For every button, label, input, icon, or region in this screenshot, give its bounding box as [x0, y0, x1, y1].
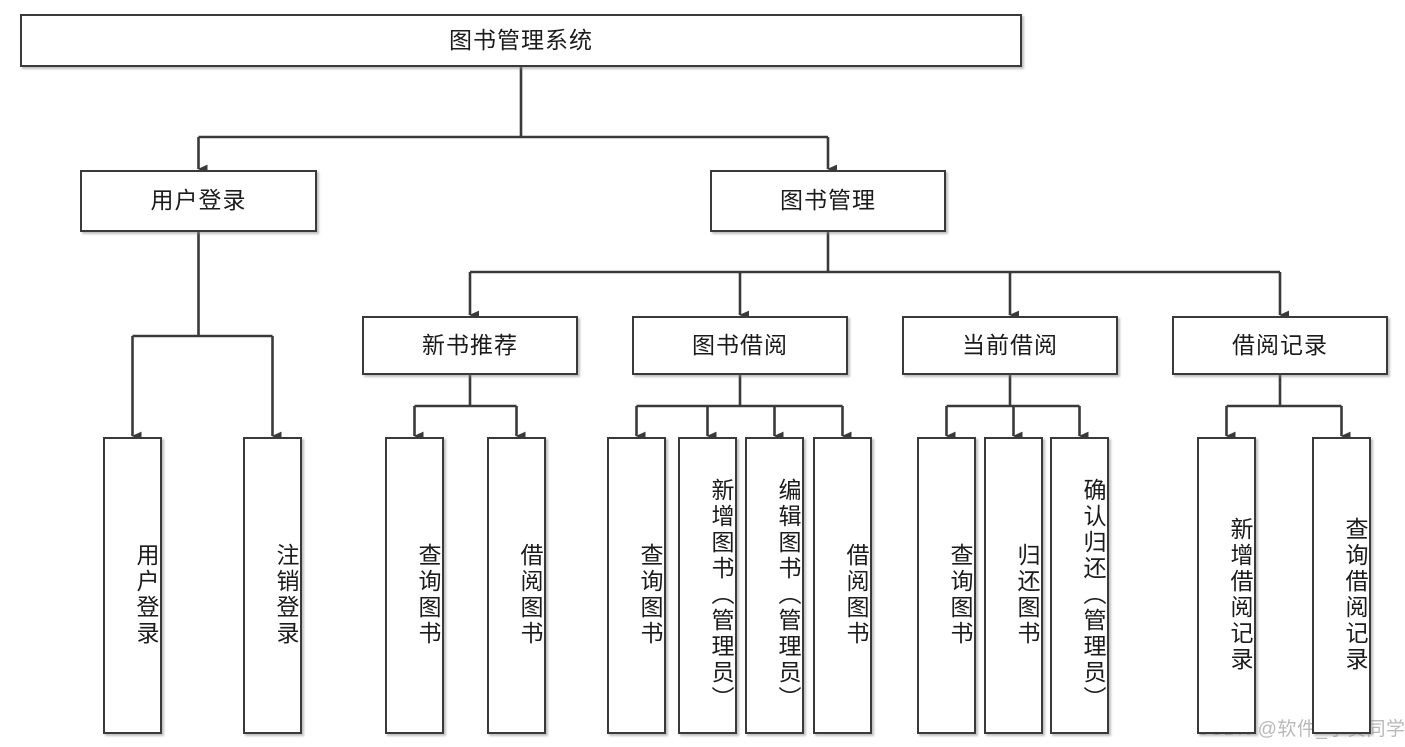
node-label: 注销登录 [273, 542, 299, 647]
node-label: 查询借阅记录 [1342, 516, 1368, 673]
node-label: 用户登录 [150, 187, 247, 214]
leaf-leaf-query-borrow-record[interactable]: 查询借阅记录 [1312, 437, 1371, 734]
leaf-leaf-query-book-1[interactable]: 查询图书 [385, 437, 444, 734]
leaf-leaf-confirm-return-admin[interactable]: 确认归还（管理员） [1050, 437, 1109, 734]
node-label: 图书借阅 [692, 331, 788, 358]
leaf-leaf-borrow-book-1[interactable]: 借阅图书 [487, 437, 546, 734]
node-user-login[interactable]: 用户登录 [80, 170, 317, 232]
node-root[interactable]: 图书管理系统 [20, 14, 1022, 67]
node-new-book-recommend[interactable]: 新书推荐 [362, 316, 578, 375]
node-label: 查询图书 [637, 542, 663, 647]
node-book-manage[interactable]: 图书管理 [710, 170, 946, 232]
leaf-leaf-user-login[interactable]: 用户登录 [103, 437, 162, 734]
leaf-leaf-borrow-book-2[interactable]: 借阅图书 [813, 437, 872, 734]
leaf-leaf-user-logout[interactable]: 注销登录 [243, 437, 302, 734]
node-label: 图书管理系统 [449, 26, 593, 53]
node-current-borrow[interactable]: 当前借阅 [902, 316, 1118, 375]
leaf-leaf-add-borrow-record[interactable]: 新增借阅记录 [1197, 437, 1256, 734]
node-label: 编辑图书（管理员） [775, 477, 801, 712]
node-borrow-record[interactable]: 借阅记录 [1172, 316, 1388, 375]
node-label: 归还图书 [1014, 542, 1040, 647]
node-label: 图书管理 [780, 187, 876, 214]
leaf-leaf-return-book[interactable]: 归还图书 [984, 437, 1043, 734]
node-label: 当前借阅 [962, 331, 1058, 358]
leaf-leaf-query-book-2[interactable]: 查询图书 [607, 437, 666, 734]
node-label: 借阅记录 [1232, 331, 1328, 358]
node-label: 确认归还（管理员） [1080, 477, 1106, 712]
node-label: 查询图书 [415, 542, 441, 647]
node-label: 用户登录 [133, 542, 159, 647]
node-label: 新增借阅记录 [1227, 516, 1253, 673]
node-label: 查询图书 [947, 542, 973, 647]
node-book-borrow[interactable]: 图书借阅 [632, 316, 848, 375]
node-label: 新书推荐 [422, 331, 518, 358]
node-label: 借阅图书 [517, 542, 543, 647]
node-label: 新增图书（管理员） [708, 477, 734, 712]
leaf-leaf-edit-book-admin[interactable]: 编辑图书（管理员） [745, 437, 804, 734]
leaf-leaf-query-book-3[interactable]: 查询图书 [917, 437, 976, 734]
leaf-leaf-add-book-admin[interactable]: 新增图书（管理员） [678, 437, 737, 734]
node-label: 借阅图书 [843, 542, 869, 647]
